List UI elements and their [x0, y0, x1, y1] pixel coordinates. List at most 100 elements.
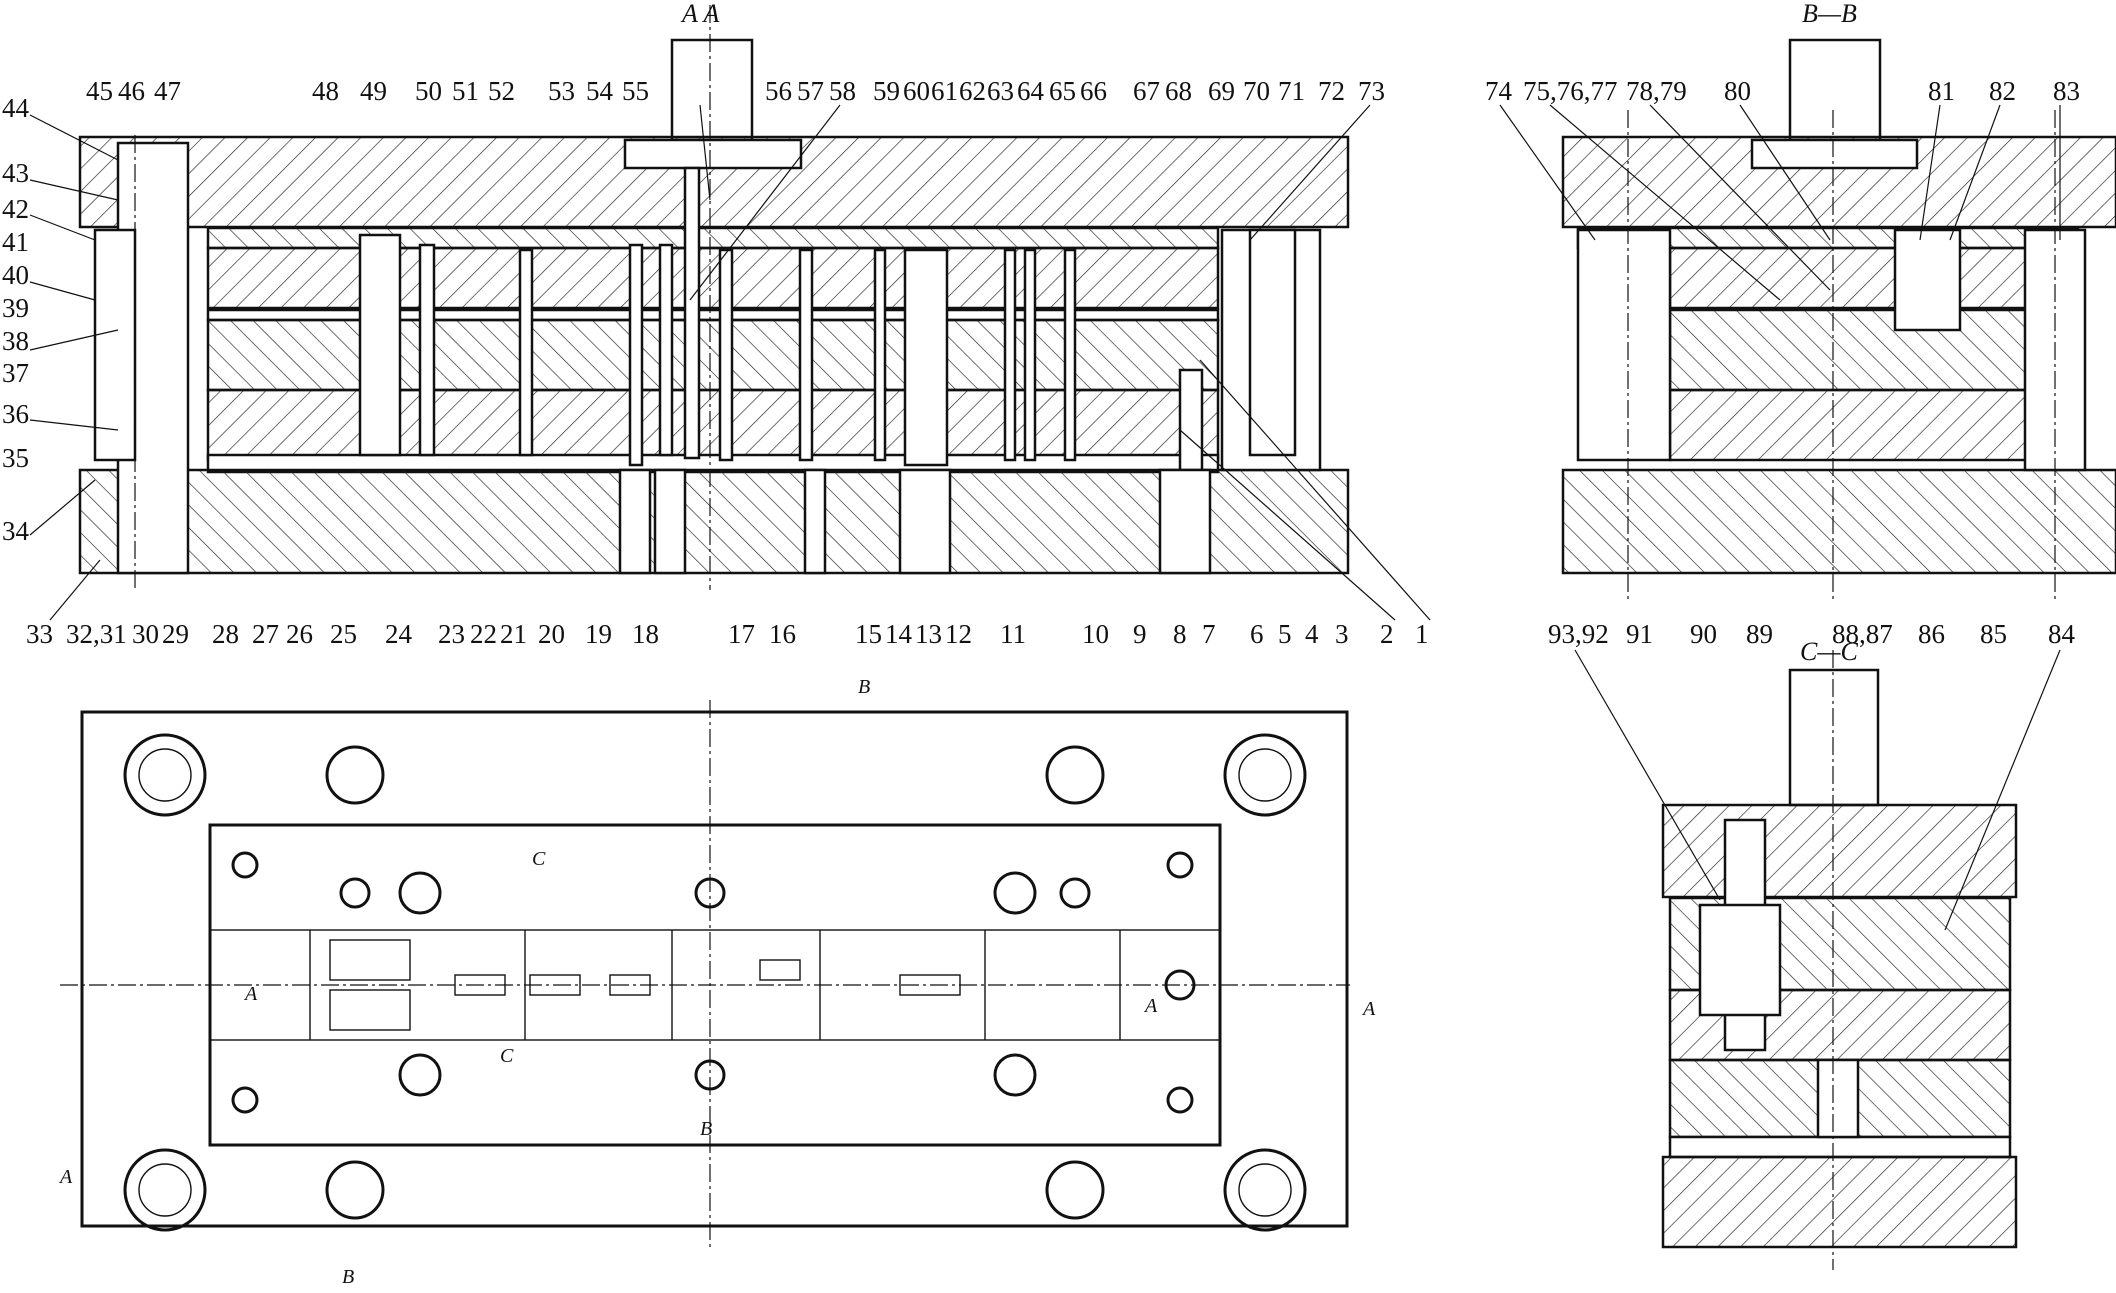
svg-text:51: 51 — [452, 76, 479, 106]
plan-view — [60, 700, 1350, 1250]
svg-text:13: 13 — [915, 619, 942, 649]
svg-text:21: 21 — [500, 619, 527, 649]
svg-text:B: B — [342, 1266, 354, 1288]
svg-text:47: 47 — [154, 76, 181, 106]
bb-bottom-labels: 93,92 91 90 89 88,87 86 85 84 — [1548, 619, 2076, 649]
svg-text:62: 62 — [959, 76, 986, 106]
svg-text:58: 58 — [829, 76, 856, 106]
lower-plate-outline — [80, 710, 1349, 1228]
section-bb-title: B—B — [1802, 0, 1857, 28]
section-cc-view — [1661, 650, 2018, 1270]
svg-text:49: 49 — [360, 76, 387, 106]
svg-text:48: 48 — [312, 76, 339, 106]
main-leaders — [29, 104, 1431, 621]
bb-top-labels: 74 75,76,77 78,79 80 81 82 83 — [1485, 76, 2080, 106]
cc-shank — [1788, 668, 1880, 807]
svg-text:32,31: 32,31 — [66, 619, 127, 649]
svg-text:46: 46 — [118, 76, 145, 106]
svg-text:28: 28 — [212, 619, 239, 649]
svg-text:30: 30 — [132, 619, 159, 649]
svg-text:3: 3 — [1335, 619, 1349, 649]
svg-text:73: 73 — [1358, 76, 1385, 106]
svg-text:A: A — [1361, 998, 1376, 1020]
svg-text:61: 61 — [931, 76, 958, 106]
svg-text:29: 29 — [162, 619, 189, 649]
svg-text:A: A — [1143, 995, 1158, 1017]
svg-text:56: 56 — [765, 76, 792, 106]
guide-bushings — [123, 733, 1307, 1232]
svg-text:53: 53 — [548, 76, 575, 106]
svg-text:14: 14 — [885, 619, 913, 649]
svg-text:60: 60 — [903, 76, 930, 106]
svg-text:89: 89 — [1746, 619, 1773, 649]
svg-text:C: C — [500, 1045, 514, 1067]
svg-text:B: B — [858, 676, 870, 698]
svg-text:A: A — [58, 1166, 73, 1188]
section-aa-view — [78, 5, 1350, 590]
svg-text:27: 27 — [252, 619, 279, 649]
svg-text:81: 81 — [1928, 76, 1955, 106]
main-bottom-labels: 33 32,31 30 29 28 27 26 25 24 23 22 21 2… — [26, 619, 1429, 649]
bb-shank — [1788, 38, 1882, 142]
svg-text:82: 82 — [1989, 76, 2016, 106]
die-stations — [309, 930, 1121, 1040]
svg-text:18: 18 — [632, 619, 659, 649]
bb-spring — [1893, 228, 1962, 332]
lower-die-plate — [78, 468, 1350, 575]
svg-text:8: 8 — [1173, 619, 1187, 649]
right-guide-post — [1248, 228, 1297, 457]
bb-leaders — [1499, 104, 2061, 301]
svg-text:65: 65 — [1049, 76, 1076, 106]
section-bb-view — [1561, 38, 2116, 600]
svg-text:A: A — [243, 983, 258, 1005]
svg-text:9: 9 — [1133, 619, 1147, 649]
svg-text:26: 26 — [286, 619, 313, 649]
screw-holes — [231, 745, 1196, 1220]
svg-text:10: 10 — [1082, 619, 1109, 649]
svg-text:7: 7 — [1202, 619, 1216, 649]
svg-text:37: 37 — [2, 358, 29, 388]
svg-text:45: 45 — [86, 76, 113, 106]
svg-text:23: 23 — [438, 619, 465, 649]
svg-text:20: 20 — [538, 619, 565, 649]
svg-text:22: 22 — [470, 619, 497, 649]
svg-text:11: 11 — [1000, 619, 1026, 649]
svg-text:6: 6 — [1250, 619, 1264, 649]
svg-text:43: 43 — [2, 158, 29, 188]
svg-text:66: 66 — [1080, 76, 1107, 106]
svg-text:85: 85 — [1980, 619, 2007, 649]
svg-text:59: 59 — [873, 76, 900, 106]
svg-text:39: 39 — [2, 293, 29, 323]
left-spring-housing — [93, 228, 137, 462]
svg-text:5: 5 — [1278, 619, 1292, 649]
svg-text:4: 4 — [1305, 619, 1319, 649]
svg-text:40: 40 — [2, 260, 29, 290]
main-left-labels: 43 42 41 40 39 38 37 36 35 34 — [2, 158, 30, 546]
svg-text:33: 33 — [26, 619, 53, 649]
svg-text:15: 15 — [855, 619, 882, 649]
svg-text:16: 16 — [769, 619, 796, 649]
cc-spring — [1698, 903, 1782, 1017]
section-cc-title: C—C — [1800, 637, 1858, 666]
svg-text:36: 36 — [2, 399, 29, 429]
section-aa-title: A A — [680, 0, 719, 28]
svg-text:69: 69 — [1208, 76, 1235, 106]
svg-text:25: 25 — [330, 619, 357, 649]
svg-text:1: 1 — [1415, 619, 1429, 649]
svg-text:83: 83 — [2053, 76, 2080, 106]
svg-text:12: 12 — [945, 619, 972, 649]
svg-text:55: 55 — [622, 76, 649, 106]
svg-text:64: 64 — [1017, 76, 1045, 106]
plan-section-marks: B B C C A A A B A — [58, 676, 1376, 1288]
die-shank — [670, 38, 754, 142]
svg-text:68: 68 — [1165, 76, 1192, 106]
punches — [358, 166, 1204, 472]
svg-text:38: 38 — [2, 326, 29, 356]
main-top-labels: 44 45 46 47 48 49 50 51 52 53 54 55 56 5… — [2, 76, 1385, 123]
shank-flange — [623, 138, 803, 170]
svg-text:63: 63 — [987, 76, 1014, 106]
svg-text:41: 41 — [2, 227, 29, 257]
svg-text:34: 34 — [2, 516, 30, 546]
svg-text:2: 2 — [1380, 619, 1394, 649]
